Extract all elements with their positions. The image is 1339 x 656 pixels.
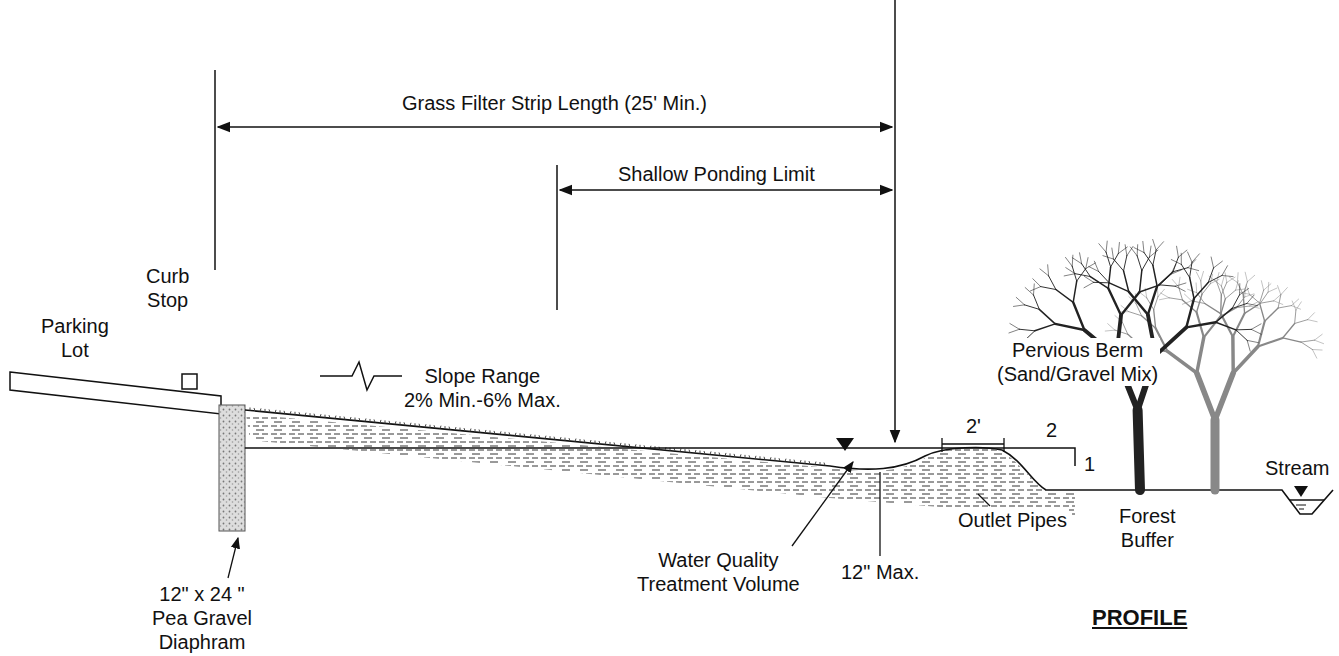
part-label: Forest Buffer [1117, 504, 1178, 552]
part-label: 12" x 24 " Pea Gravel Diaphram [150, 582, 254, 654]
dimension-label: Shallow Ponding Limit [616, 162, 817, 186]
part-label: Parking Lot [39, 314, 111, 362]
part-label: Stream [1263, 456, 1331, 480]
dimension-label: Grass Filter Strip Length (25' Min.) [400, 91, 709, 115]
dimension-label: 2' [964, 414, 983, 438]
dimension-label: 12" Max. [839, 560, 921, 584]
part-label: Pervious Berm (Sand/Gravel Mix) [995, 338, 1160, 386]
part-label: Curb Stop [144, 264, 191, 312]
part-label: Water Quality Treatment Volume [635, 548, 802, 596]
slope-ratio: 2 [1044, 418, 1059, 442]
part-label: Outlet Pipes [956, 508, 1069, 532]
view-title: PROFILE [1090, 606, 1189, 630]
slope-ratio: 1 [1082, 452, 1097, 476]
note-label: Slope Range 2% Min.-6% Max. [402, 364, 563, 412]
